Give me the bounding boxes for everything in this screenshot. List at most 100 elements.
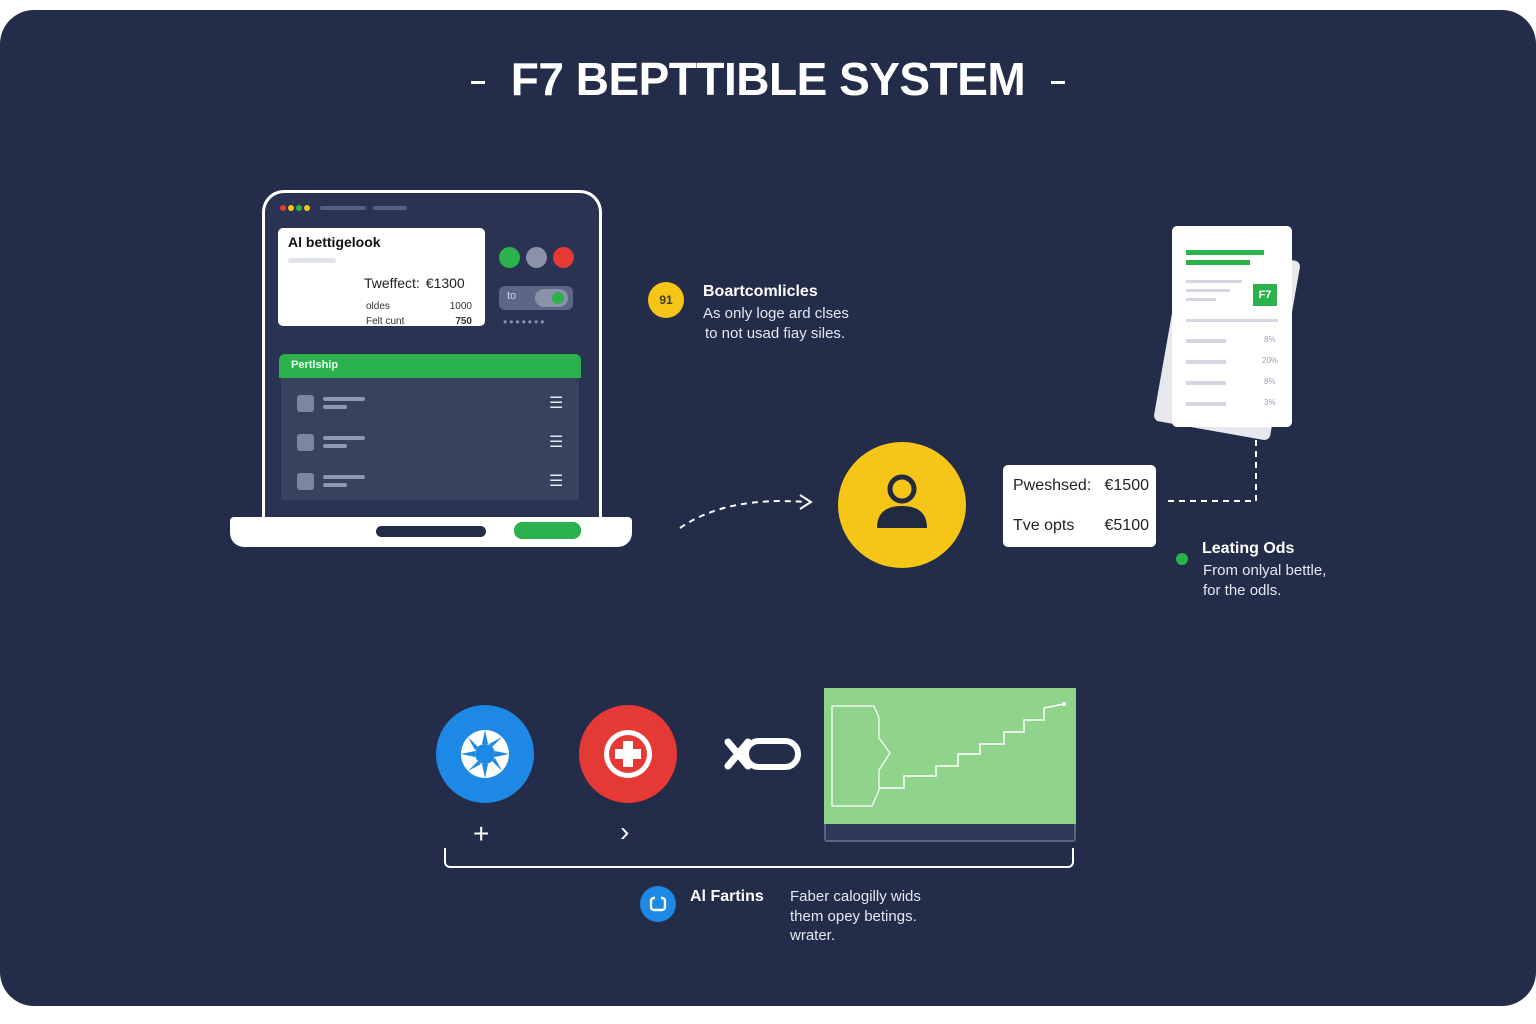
page-title: F7 BEPTTIBLE SYSTEM xyxy=(0,52,1536,106)
step-badge: 91 xyxy=(648,282,684,318)
row-label: Felt cunt xyxy=(366,316,405,327)
status-grey-button[interactable] xyxy=(526,247,547,268)
leading-odds-text-1: From onlyal bettle, xyxy=(1203,562,1327,579)
list-line xyxy=(323,483,347,487)
doc-value: 3% xyxy=(1264,398,1276,407)
list-item[interactable]: ☰ xyxy=(297,393,563,417)
list-checkbox[interactable] xyxy=(297,473,314,490)
ai-badge xyxy=(640,886,676,922)
list-line xyxy=(323,436,365,440)
hamburger-icon[interactable]: ☰ xyxy=(549,434,564,451)
doc-value: 8% xyxy=(1264,335,1276,344)
tab-placeholder xyxy=(320,206,366,210)
list-line xyxy=(323,397,365,401)
list-checkbox[interactable] xyxy=(297,395,314,412)
odds-label: Pweshsed: xyxy=(1013,477,1092,494)
row-value: €1300 xyxy=(425,275,465,291)
ai-fartins-title: Al Fartins xyxy=(690,888,764,905)
medical-plus-icon xyxy=(604,730,652,778)
leading-odds-title: Leating Ods xyxy=(1202,540,1295,557)
odds-card: Pweshsed: €1500 Tve opts €5100 xyxy=(1003,465,1156,547)
canvas-panel: F7 BEPTTIBLE SYSTEM Al bettigelook Tweff… xyxy=(0,10,1536,1006)
list-item[interactable]: ☰ xyxy=(297,471,563,495)
odds-row-2: Tve opts €5100 xyxy=(1013,517,1149,535)
title-dash-right xyxy=(1051,81,1066,85)
plus-icon[interactable]: + xyxy=(473,818,490,849)
ai-fartins-text-2: them opey betings. xyxy=(790,908,917,925)
link-infinity-icon xyxy=(724,738,801,770)
status-red-button[interactable] xyxy=(553,247,574,268)
doc-logo: F7 xyxy=(1253,284,1277,306)
row-value: 750 xyxy=(455,316,472,327)
hamburger-icon[interactable]: ☰ xyxy=(549,395,564,412)
doc-line xyxy=(1186,298,1216,301)
title-dash-left xyxy=(470,81,485,85)
toggle-track xyxy=(535,289,568,307)
doc-line xyxy=(1186,280,1242,283)
red-action-button[interactable] xyxy=(579,705,677,803)
list-checkbox[interactable] xyxy=(297,434,314,451)
auto-toggle[interactable]: to xyxy=(499,286,573,310)
ai-fartins-text-3: wrater. xyxy=(790,927,836,944)
bet-card-row-2: oldes 1000 xyxy=(366,301,472,312)
title-text: F7 BEPTTIBLE SYSTEM xyxy=(510,53,1026,105)
doc-line xyxy=(1186,339,1226,343)
doc-line xyxy=(1186,289,1230,292)
row-label: oldes xyxy=(366,301,390,312)
window-dot-yellow xyxy=(288,205,294,211)
bet-card-row-1: Tweffect: €1300 xyxy=(364,275,465,291)
step-text-1: As only loge ard clses xyxy=(703,305,849,322)
leading-odds-text-2: for the odls. xyxy=(1203,582,1282,599)
list-header-bar: Pertlship xyxy=(279,354,581,378)
base-action-button[interactable] xyxy=(514,522,581,539)
hamburger-icon[interactable]: ☰ xyxy=(549,473,564,490)
odds-value: €5100 xyxy=(1104,517,1150,534)
pagination-dots: ••••••• xyxy=(503,315,547,329)
ai-fartins-text-1: Faber calogilly wids xyxy=(790,888,921,905)
laptop-base xyxy=(230,517,632,547)
aperture-icon xyxy=(461,730,509,778)
chart-stand xyxy=(824,824,1076,842)
tab-placeholder-2 xyxy=(373,206,407,210)
doc-value: 8% xyxy=(1264,377,1276,386)
window-dot-green xyxy=(296,205,302,211)
group-bracket xyxy=(444,848,1074,868)
connector-line xyxy=(1168,426,1257,502)
doc-heading-line xyxy=(1186,250,1264,255)
list-line xyxy=(323,475,365,479)
chevron-right-icon[interactable]: › xyxy=(620,816,630,847)
doc-line xyxy=(1186,360,1226,364)
leading-odds-dot xyxy=(1176,553,1188,565)
bet-list: ☰ ☰ ☰ xyxy=(281,378,579,500)
odds-value: €1500 xyxy=(1104,477,1150,494)
list-line xyxy=(323,444,347,448)
status-green-button[interactable] xyxy=(499,247,520,268)
doc-line xyxy=(1186,381,1226,385)
list-item[interactable]: ☰ xyxy=(297,432,563,456)
doc-value: 20% xyxy=(1262,356,1279,365)
bet-card-title: Al bettigelook xyxy=(288,234,381,250)
step-text-2: to not usad fiay siles. xyxy=(705,325,846,342)
step-title: Boartcomlicles xyxy=(703,283,818,300)
row-label: Tweffect: xyxy=(364,275,420,291)
list-header-label: Pertlship xyxy=(291,359,339,371)
window-dot-red xyxy=(280,205,286,211)
doc-line xyxy=(1186,319,1278,322)
document-sheet[interactable]: F7 8% 20% 8% 3% xyxy=(1172,226,1292,427)
user-avatar[interactable] xyxy=(838,442,966,568)
row-value: 1000 xyxy=(449,301,472,312)
odds-label: Tve opts xyxy=(1013,517,1075,534)
chat-icon xyxy=(649,896,667,912)
base-trackpad xyxy=(376,526,486,537)
toggle-label: to xyxy=(507,290,517,302)
bet-card-subline xyxy=(288,258,336,263)
window-dot-yellow-2 xyxy=(304,205,310,211)
doc-heading-line xyxy=(1186,260,1250,265)
user-icon xyxy=(877,474,927,528)
step-line-chart xyxy=(831,702,1066,807)
flow-arrow-icon xyxy=(679,494,813,529)
blue-action-button[interactable] xyxy=(436,705,534,803)
chart-screen xyxy=(824,688,1076,824)
doc-line xyxy=(1186,402,1226,406)
